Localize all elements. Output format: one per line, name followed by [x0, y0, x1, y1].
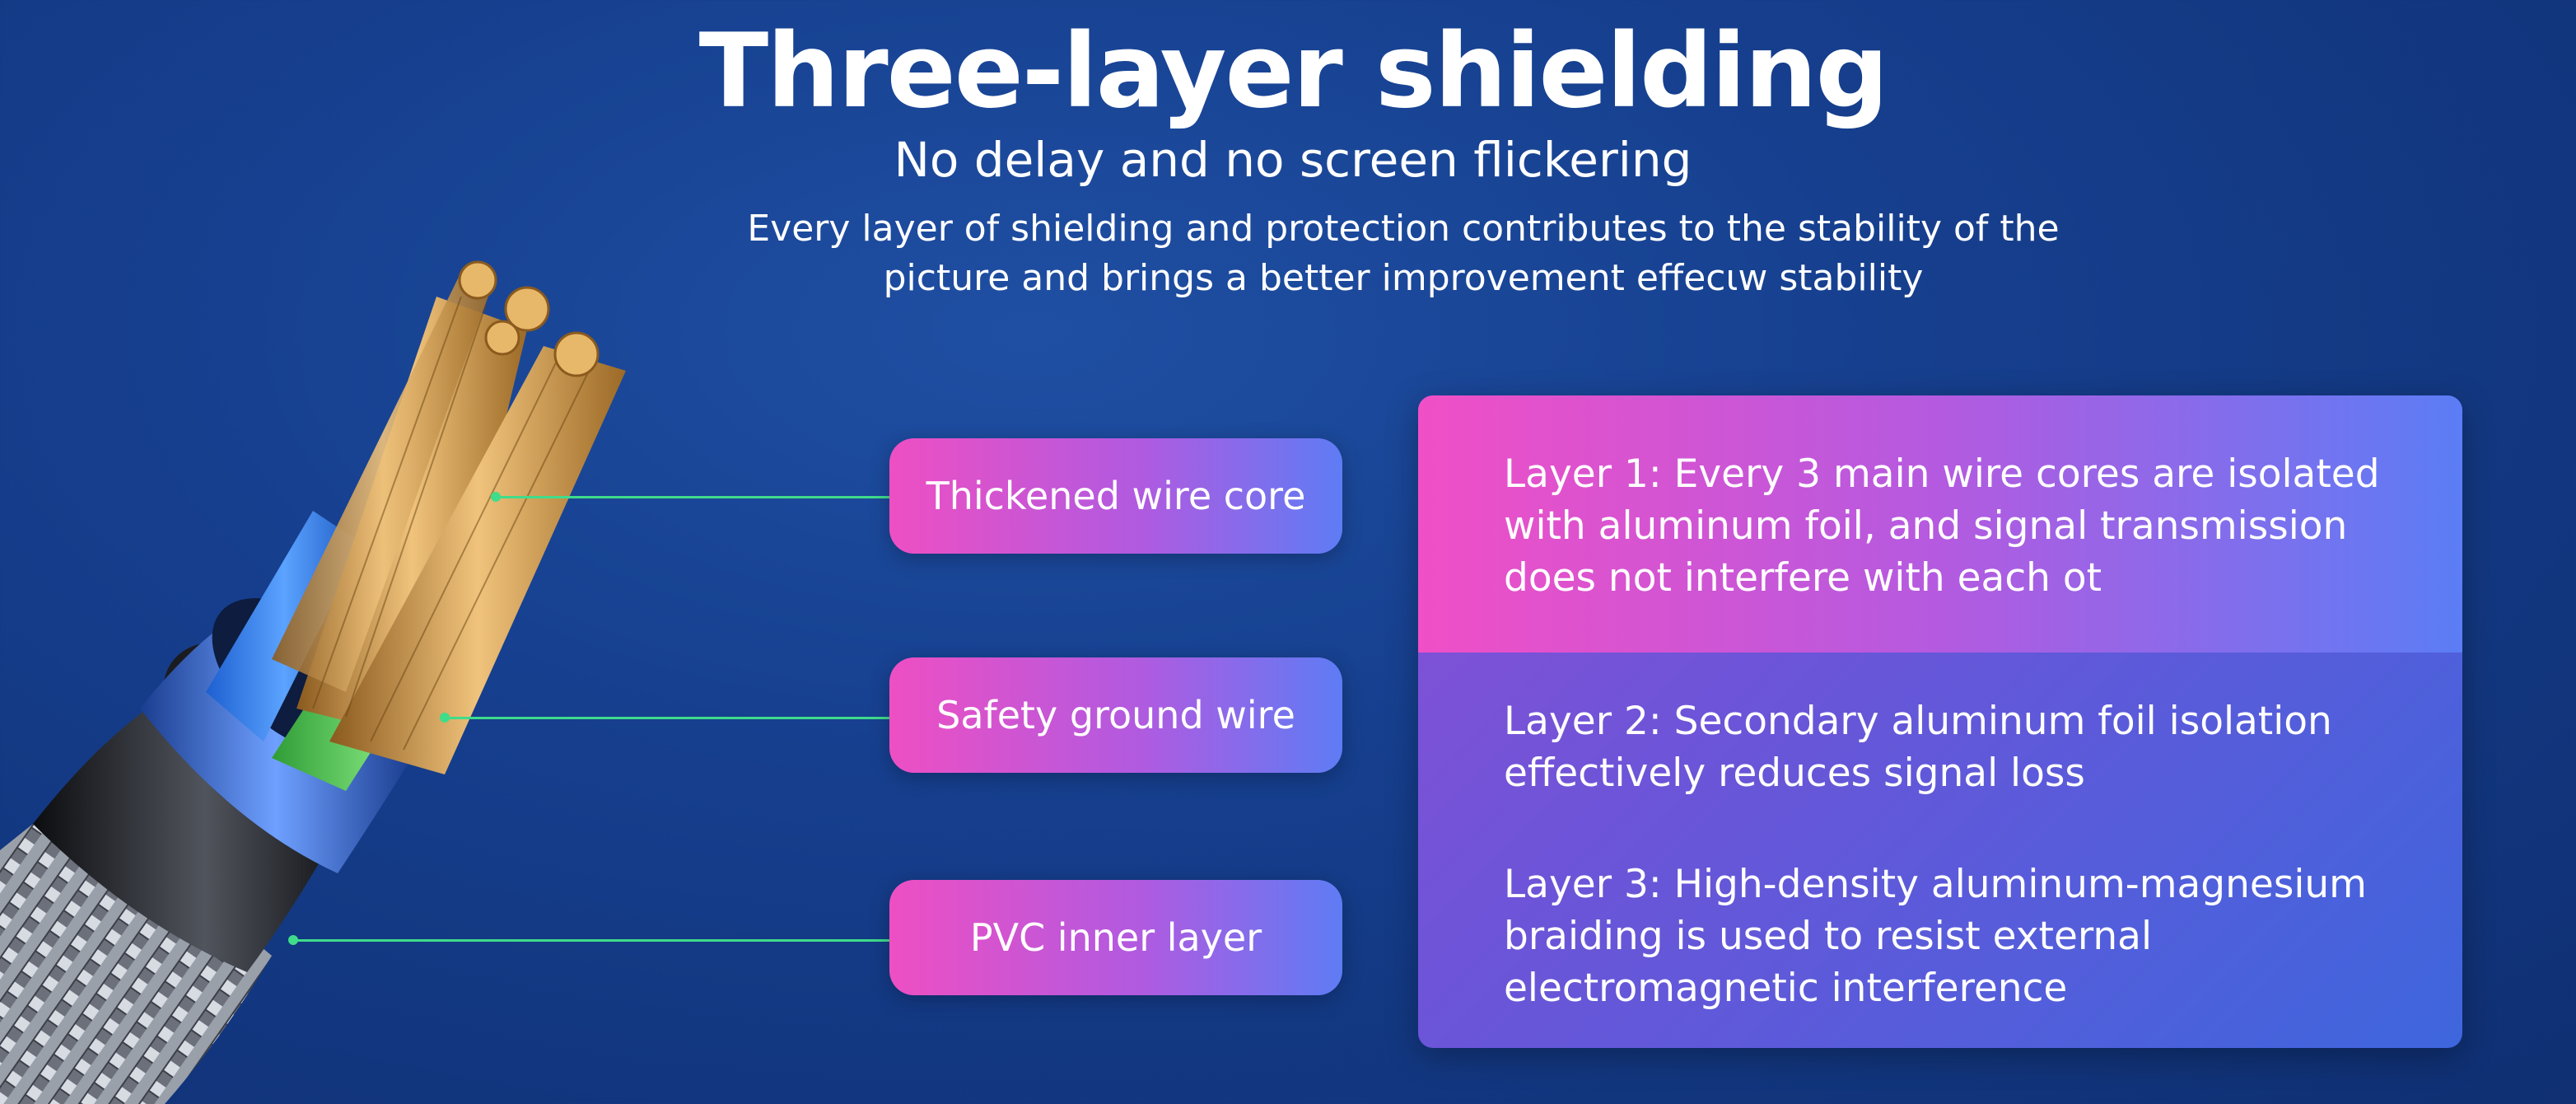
description-line-1: Every layer of shielding and protection … — [747, 208, 2060, 250]
leader-line-1 — [496, 496, 889, 498]
page-subtitle: No delay and no screen flickering — [894, 132, 1692, 188]
layer-3-text: Layer 3: High-density aluminum-magnesium… — [1504, 862, 2367, 1011]
page-title: Three-layer shielding — [698, 12, 1889, 131]
callout-label: PVC inner layer — [969, 915, 1262, 960]
callout-pvc-inner-layer: PVC inner layer — [889, 880, 1342, 995]
description-line-2: picture and brings a better improvement … — [883, 257, 1924, 299]
cable-cross-section-illustration — [0, 260, 626, 1104]
layer-1-text: Layer 1: Every 3 main wire cores are iso… — [1504, 451, 2380, 601]
leader-line-2 — [445, 717, 889, 719]
layer-1-highlight — [1418, 395, 2462, 653]
layers-panel: Layer 1: Every 3 main wire cores are iso… — [1418, 395, 2462, 1048]
leader-line-3 — [293, 939, 889, 942]
callout-thickened-wire-core: Thickened wire core — [889, 438, 1342, 554]
page-description: Every layer of shielding and protection … — [0, 204, 2576, 303]
layer-2-text: Layer 2: Secondary aluminum foil isolati… — [1504, 699, 2332, 796]
callout-label: Safety ground wire — [936, 693, 1295, 737]
callout-safety-ground-wire: Safety ground wire — [889, 657, 1342, 773]
callout-label: Thickened wire core — [926, 474, 1306, 518]
